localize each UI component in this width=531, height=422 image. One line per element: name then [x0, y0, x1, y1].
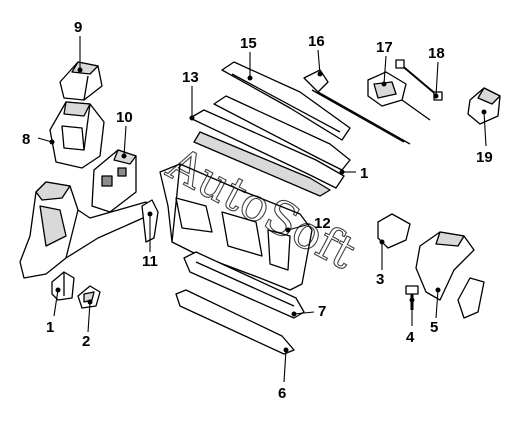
callout-2: 2: [82, 333, 90, 350]
part-6-sill: [175, 289, 295, 355]
callout-19: 19: [476, 149, 493, 166]
callout-3: 3: [376, 271, 384, 288]
part-15-cowl-top: [221, 61, 351, 141]
part-19-bracket: [467, 87, 501, 125]
part-17-plate: [367, 71, 431, 121]
part-3-clip: [377, 213, 411, 249]
callout-7: 7: [318, 303, 326, 320]
callout-4: 4: [406, 329, 415, 346]
side-member: [19, 181, 153, 279]
part-13-cross-member: [189, 95, 351, 197]
callout-labels: 9 8 10 11 1 2 15 13 16 17 18 19 1 12 3 4…: [22, 19, 493, 402]
callout-leaders: [37, 36, 487, 383]
callout-5: 5: [430, 319, 438, 336]
callout-13: 13: [182, 69, 199, 86]
callout-10: 10: [116, 109, 133, 126]
callout-12: 12: [314, 215, 331, 232]
part-1-bracket: [51, 271, 75, 301]
callout-18: 18: [428, 45, 445, 62]
callout-1-right: 1: [360, 165, 368, 182]
callout-11: 11: [142, 253, 158, 270]
callout-9: 9: [74, 19, 82, 36]
part-2-bracket: [77, 285, 101, 309]
part-10-plate-bracket: [91, 149, 137, 213]
part-5-bracket: [415, 231, 485, 319]
callout-1-left: 1: [46, 319, 54, 336]
part-8-bracket-box: [49, 101, 105, 169]
callout-8: 8: [22, 131, 30, 148]
part-9-cover: [59, 61, 103, 101]
callout-16: 16: [308, 33, 325, 50]
callout-6: 6: [278, 385, 286, 402]
front-panel: [159, 163, 313, 291]
callout-17: 17: [376, 39, 393, 56]
callout-15: 15: [240, 35, 257, 52]
part-7-lower-member: [183, 251, 305, 319]
